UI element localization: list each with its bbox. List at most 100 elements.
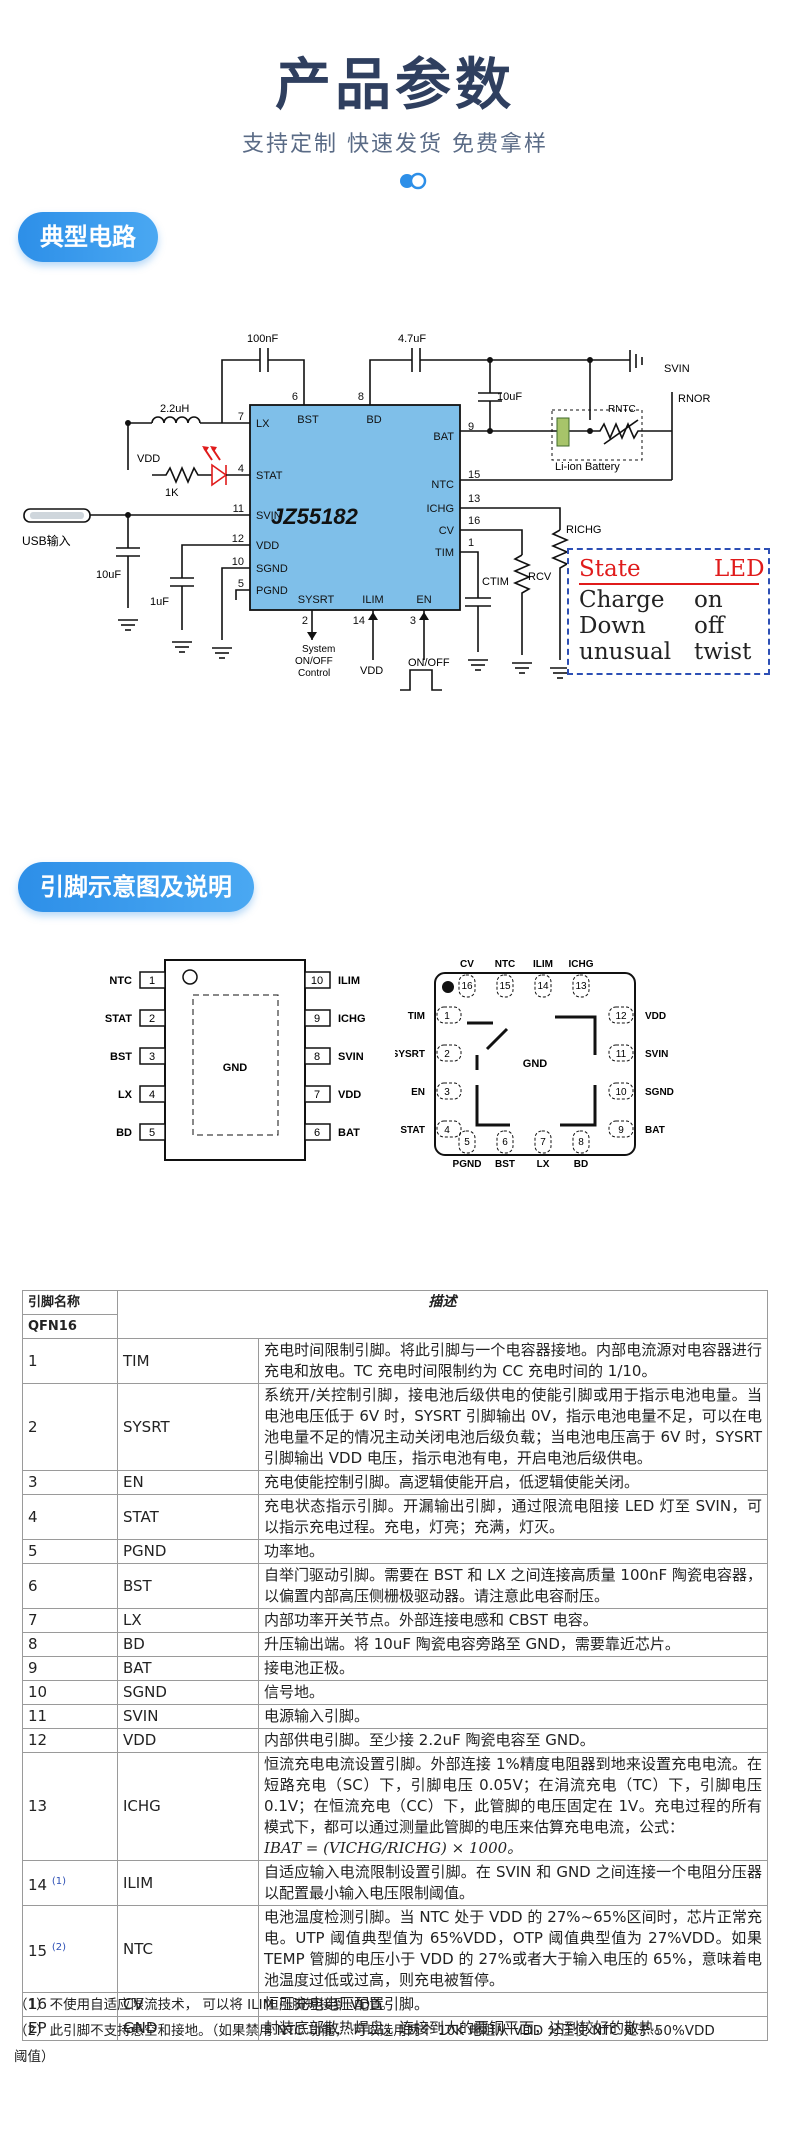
pin-description-cell: 升压输出端。将 10uF 陶瓷电容旁路至 GND，需要靠近芯片。 (258, 1632, 768, 1657)
page-indicator (400, 172, 427, 190)
onoff-label: ON/OFF (408, 657, 450, 669)
pin-description-cell: 系统开/关控制引脚，接电池后级供电的使能引脚或用于指示电池电量。当电池电压低于 … (258, 1383, 768, 1471)
chip-pin-number: 6 (292, 391, 298, 403)
pin-description: 接电池正极。 (264, 1659, 355, 1677)
qfn-pin-number: 11 (616, 1049, 627, 1060)
sop-pin-label: VDD (338, 1089, 361, 1101)
pin-description: 封装底部散热焊盘，连接到大的覆铜平面，达到较好的散热。 (264, 2019, 670, 2037)
sop-pin-label: BAT (338, 1127, 360, 1139)
pin-description: 信号地。 (264, 1683, 325, 1701)
qfn-pin-label: SGND (645, 1087, 674, 1098)
pin-description-cell: 信号地。 (258, 1680, 768, 1705)
sop-pin-number: 3 (149, 1051, 155, 1063)
led-row-state: Down (579, 613, 646, 639)
table-head-desc: 描述 (117, 1290, 768, 1315)
sop-pin-number: 6 (314, 1127, 320, 1139)
cap-10uf-left-label: 10uF (96, 569, 121, 581)
table-head-pin-name: 引脚名称 (22, 1290, 118, 1315)
page-title: 产品参数 (275, 53, 515, 118)
chip-pin-number: 12 (232, 533, 244, 545)
pin-number: 7 (28, 1611, 38, 1629)
pin-name: CV (117, 1992, 259, 2017)
pin-description-cell: 自适应输入电流限制设置引脚。在 SVIN 和 GND 之间连接一个电阻分压器以配… (258, 1860, 768, 1906)
chip-pin-label: NTC (431, 479, 454, 491)
pin-description-cell: 电源输入引脚。 (258, 1704, 768, 1729)
pin-description-cell: 自举门驱动引脚。需要在 BST 和 LX 之间连接高质量 100nF 陶瓷电容器… (258, 1563, 768, 1609)
pin-number-cell: 9 (22, 1656, 118, 1681)
qfn-pin-number: 10 (615, 1087, 627, 1098)
vdd-left-label: VDD (137, 453, 160, 465)
pin-number-cell: 11 (22, 1704, 118, 1729)
pin-description: 电源输入引脚。 (264, 1707, 370, 1725)
qfn-pin-label: BAT (645, 1125, 665, 1136)
pin-name: GND (117, 2016, 259, 2041)
chip-pin-number: 14 (353, 615, 365, 627)
chip-pin-label: VDD (256, 540, 279, 552)
typical-circuit-diagram: JZ55182 100nF 4.7uF 10uF 10uF 1uF 2.2uH … (22, 333, 710, 691)
sop-pin-number: 7 (314, 1089, 320, 1101)
pin-number-cell: 1 (22, 1338, 118, 1384)
pin-description: 恒压充电电压配置引脚。 (264, 1995, 430, 2013)
pin-number-cell: 7 (22, 1608, 118, 1633)
pin-description: 升压输出端。将 10uF 陶瓷电容旁路至 GND，需要靠近芯片。 (264, 1635, 680, 1653)
led-head-state: State (579, 556, 641, 582)
cap-100nf-label: 100nF (247, 333, 278, 345)
qfn-pin-label: ICHG (569, 959, 594, 970)
cap-10uf-top-label: 10uF (497, 391, 522, 403)
chip-pin-label: CV (439, 525, 455, 537)
pin-description-cell: 功率地。 (258, 1539, 768, 1564)
footnote-2-cont: 阈值） (14, 2049, 55, 2065)
section-typical-circuit: 典型电路 (18, 212, 158, 262)
chip-pin-number: 5 (238, 578, 244, 590)
sop-pin-label: SVIN (338, 1051, 364, 1063)
resistor-1k-label: 1K (165, 487, 179, 499)
chip-pin-number: 4 (238, 463, 244, 475)
pin-number: 5 (28, 1542, 38, 1560)
chip-pin-label: SVIN (256, 510, 282, 522)
chip-pin-label: BAT (433, 431, 454, 443)
footnote-2: （2）此引脚不支持悬空和接地。（如果禁用 NTC 功能， 可以选用两个 10K … (14, 2023, 715, 2039)
pin-description-cell: 恒流充电电流设置引脚。外部连接 1%精度电阻器到地来设置充电电流。在短路充电（S… (258, 1752, 768, 1861)
cap-47uf-label: 4.7uF (398, 333, 426, 345)
rcv-label: RCV (528, 571, 552, 583)
sop-pin-number: 4 (149, 1089, 155, 1101)
pin-number: 10 (28, 1683, 48, 1701)
chip-pin-label: SYSRT (298, 594, 335, 606)
qfn-pin-label: EN (411, 1087, 425, 1098)
chip-pin-number: 2 (302, 615, 308, 627)
system-ctrl-line1: System (302, 644, 335, 655)
pin-description-cell: 内部供电引脚。至少接 2.2uF 陶瓷电容至 GND。 (258, 1728, 768, 1753)
sop-pin-label: ILIM (338, 975, 360, 987)
sop-pin-number: 10 (311, 975, 323, 987)
led-row-state: unusual (579, 639, 672, 665)
qfn-pin-number: 3 (444, 1087, 450, 1098)
pin-name: NTC (117, 1905, 259, 1993)
sop-pin-number: 5 (149, 1127, 155, 1139)
led-row-led: twist (694, 639, 752, 665)
pin-number-cell: 15 (2) (22, 1905, 118, 1993)
qfn-pin-label: SVIN (645, 1049, 668, 1060)
led-row-led: on (694, 587, 723, 613)
rnor-label: RNOR (678, 393, 710, 405)
pin-name: BAT (117, 1656, 259, 1681)
chip-pin-number: 10 (232, 556, 244, 568)
chip-pin-label: SGND (256, 563, 288, 575)
pin-description-cell: 电池温度检测引脚。当 NTC 处于 VDD 的 27%~65%区间时，芯片正常充… (258, 1905, 768, 1993)
pin-name: LX (117, 1608, 259, 1633)
pin-description: 内部供电引脚。至少接 2.2uF 陶瓷电容至 GND。 (264, 1731, 595, 1749)
pin-name: PGND (117, 1539, 259, 1564)
qfn-pin-label: CV (460, 959, 474, 970)
pin-name: STAT (117, 1494, 259, 1540)
qfn-pin-number: 1 (444, 1011, 450, 1022)
pin-number-cell: 5 (22, 1539, 118, 1564)
pin-name: EN (117, 1470, 259, 1495)
pin-number-cell: 16 (22, 1992, 118, 2017)
chip-pin-number: 7 (238, 411, 244, 423)
pin-formula: IBAT = (VICHG/RICHG) × 1000。 (264, 1839, 523, 1857)
pin-description: 电池温度检测引脚。当 NTC 处于 VDD 的 27%~65%区间时，芯片正常充… (264, 1908, 762, 1989)
